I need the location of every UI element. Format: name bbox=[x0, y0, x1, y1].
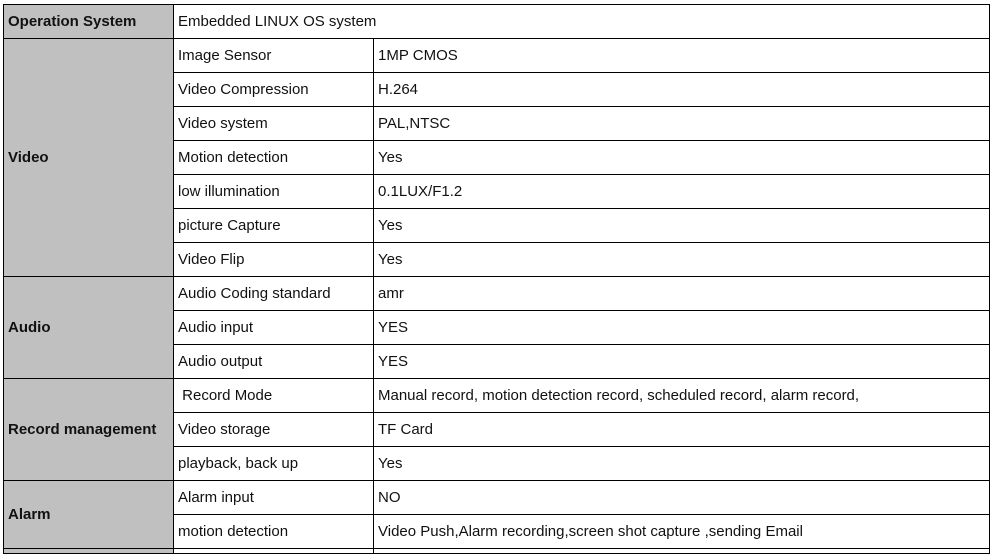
property-label: Audio output bbox=[173, 344, 374, 379]
table-row: Video Compression H.264 bbox=[4, 72, 991, 107]
property-value: 0.1LUX/F1.2 bbox=[372, 174, 991, 209]
spec-table: Operation System Embedded LINUX OS syste… bbox=[3, 4, 991, 554]
table-row: Video Flip Yes bbox=[4, 242, 991, 277]
category-cut-off bbox=[3, 548, 174, 554]
property-label: playback, back up bbox=[173, 446, 374, 481]
property-label: Video Flip bbox=[173, 242, 374, 277]
property-value: Yes bbox=[372, 242, 991, 277]
table-row: low illumination 0.1LUX/F1.2 bbox=[4, 174, 991, 209]
property-label: Video storage bbox=[173, 412, 374, 447]
category-video: Video bbox=[3, 38, 174, 277]
property-label: Record Mode bbox=[173, 378, 374, 413]
property-value: Yes bbox=[372, 446, 991, 481]
table-row: Video Image Sensor 1MP CMOS bbox=[3, 38, 991, 277]
property-label: low illumination bbox=[173, 174, 374, 209]
value-cut-off bbox=[372, 548, 991, 554]
table-row: Video storage TF Card bbox=[4, 412, 991, 447]
table-row: playback, back up Yes bbox=[4, 446, 991, 481]
table-row: Alarm Alarm input NO bbox=[3, 480, 991, 549]
property-label: Image Sensor bbox=[173, 38, 374, 73]
table-row: motion detection Video Push,Alarm record… bbox=[4, 514, 991, 549]
table-row: Video system PAL,NTSC bbox=[4, 106, 991, 141]
table-row: Operation System Embedded LINUX OS syste… bbox=[3, 4, 991, 39]
property-cut-off bbox=[173, 548, 374, 554]
property-value: Manual record, motion detection record, … bbox=[372, 378, 991, 413]
property-label: Motion detection bbox=[173, 140, 374, 175]
property-label: picture Capture bbox=[173, 208, 374, 243]
property-value: Yes bbox=[372, 208, 991, 243]
category-audio: Audio bbox=[3, 276, 174, 379]
property-value: Yes bbox=[372, 140, 991, 175]
property-label: Audio Coding standard bbox=[173, 276, 374, 311]
property-value: 1MP CMOS bbox=[372, 38, 991, 73]
table-row: Audio output YES bbox=[4, 344, 991, 379]
table-row: Motion detection Yes bbox=[4, 140, 991, 175]
category-alarm: Alarm bbox=[3, 480, 174, 549]
property-label: Audio input bbox=[173, 310, 374, 345]
property-value: NO bbox=[372, 480, 991, 515]
table-row: picture Capture Yes bbox=[4, 208, 991, 243]
property-value: YES bbox=[372, 310, 991, 345]
property-value: TF Card bbox=[372, 412, 991, 447]
property-value: amr bbox=[372, 276, 991, 311]
property-value: Video Push,Alarm recording,screen shot c… bbox=[372, 514, 991, 549]
table-row: Audio Audio Coding standard amr bbox=[3, 276, 991, 379]
property-value: YES bbox=[372, 344, 991, 379]
category-record-management: Record management bbox=[3, 378, 174, 481]
table-row: Audio input YES bbox=[4, 310, 991, 345]
table-row: Record management Record Mode Manual rec… bbox=[3, 378, 991, 481]
property-label: Video system bbox=[173, 106, 374, 141]
property-value: H.264 bbox=[372, 72, 991, 107]
category-operation-system: Operation System bbox=[3, 4, 174, 39]
property-label: Video Compression bbox=[173, 72, 374, 107]
operation-system-value: Embedded LINUX OS system bbox=[172, 4, 991, 39]
property-label: motion detection bbox=[173, 514, 374, 549]
property-value: PAL,NTSC bbox=[372, 106, 991, 141]
property-label: Alarm input bbox=[173, 480, 374, 515]
table-row-cut-off bbox=[3, 548, 991, 554]
